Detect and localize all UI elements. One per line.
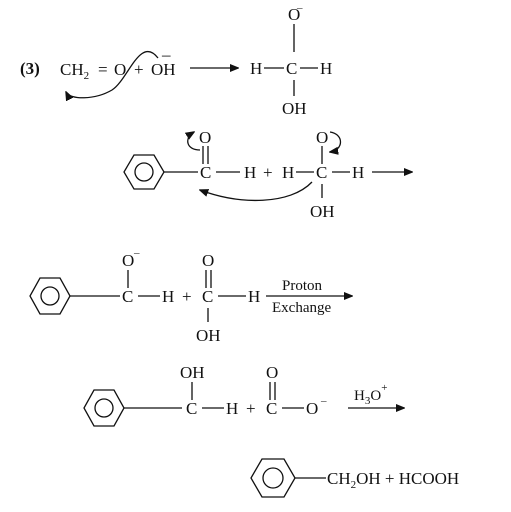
s3-c2: C [202, 287, 213, 306]
s2-o2: O [316, 128, 328, 147]
curly-arrow-2c [200, 181, 313, 202]
s2-oh: OH [310, 202, 335, 221]
s2-c2: C [316, 163, 327, 182]
s4-h1: H [226, 399, 238, 418]
prod-o-charge: – [296, 2, 303, 14]
step-label: (3) [20, 59, 40, 78]
prod-h1: H [250, 59, 262, 78]
hydroxide-charge: – [161, 45, 171, 64]
s2-h2: H [282, 163, 294, 182]
prod-c: C [286, 59, 297, 78]
carbonyl-o: O [114, 60, 126, 79]
s4-o: O [266, 363, 278, 382]
s4-o-charge: – [320, 395, 327, 407]
s3-h2: H [248, 287, 260, 306]
s4-oh: OH [180, 363, 205, 382]
s3-o1-charge: – [133, 247, 140, 259]
s2-h3: H [352, 163, 364, 182]
s3-oh: OH [196, 326, 221, 345]
s3-o1: O [122, 251, 134, 270]
s4-c1: C [186, 399, 197, 418]
s3-plus: + [182, 287, 192, 306]
s2-o1: O [199, 128, 211, 147]
benzene-ring-3 [29, 277, 71, 315]
curly-arrow-2b [330, 131, 342, 152]
curly-arrow-1 [66, 50, 159, 98]
curly-arrow-2a [188, 132, 201, 151]
benzene-circle-4 [94, 398, 114, 418]
s4-o-minus: O [306, 399, 318, 418]
benzene-circle-2 [134, 162, 154, 182]
s2-c1: C [200, 163, 211, 182]
final-products: CH2OH + HCOOH [327, 469, 459, 491]
s4-c2: C [266, 399, 277, 418]
benzene-ring-5 [250, 458, 296, 498]
arrow-label-exchange: Exchange [272, 300, 331, 316]
hydroxide: OH [151, 60, 176, 79]
s3-o2: O [202, 251, 214, 270]
s3-h1: H [162, 287, 174, 306]
benzene-ring-4 [83, 389, 125, 427]
prod-oh: OH [282, 99, 307, 118]
s4-reagent: H3O+ [354, 382, 387, 407]
s2-plus: + [263, 163, 273, 182]
s4-plus: + [246, 399, 256, 418]
benzene-circle-5 [262, 467, 284, 489]
s2-h1: H [244, 163, 256, 182]
benzene-ring-2 [123, 154, 165, 190]
arrow-label-proton: Proton [282, 278, 323, 294]
benzene-circle-3 [40, 286, 60, 306]
plus-1: + [134, 60, 144, 79]
prod-o: O [288, 5, 300, 24]
prod-h2: H [320, 59, 332, 78]
ch2-text: CH2 [60, 60, 89, 82]
double-bond-eq: = [98, 60, 108, 79]
s3-c1: C [122, 287, 133, 306]
